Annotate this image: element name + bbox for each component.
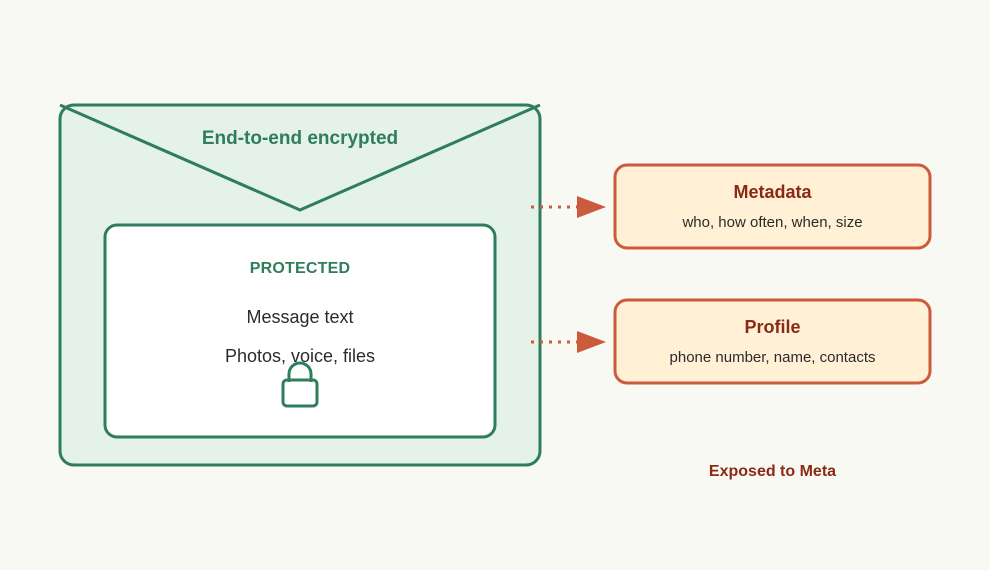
protected-item-message-text: Message text — [246, 307, 354, 327]
profile-title: Profile — [744, 317, 801, 337]
profile-box — [613, 298, 932, 385]
metadata-box — [613, 163, 932, 250]
metadata-subtitle: who, how often, when, size — [682, 214, 863, 231]
profile-subtitle: phone number, name, contacts — [669, 349, 876, 366]
arrowhead-icon — [577, 331, 606, 353]
protected-item-media: Photos, voice, files — [224, 346, 376, 366]
envelope-flap — [59, 103, 541, 212]
arrowhead-icon — [577, 196, 606, 218]
exposed-label: Exposed to Meta — [708, 463, 837, 480]
envelope-title: End-to-end encrypted — [201, 128, 399, 149]
protected-heading: PROTECTED — [249, 260, 351, 277]
metadata-title: Metadata — [733, 182, 812, 202]
protected-card — [103, 223, 497, 439]
lock-icon — [281, 361, 319, 408]
